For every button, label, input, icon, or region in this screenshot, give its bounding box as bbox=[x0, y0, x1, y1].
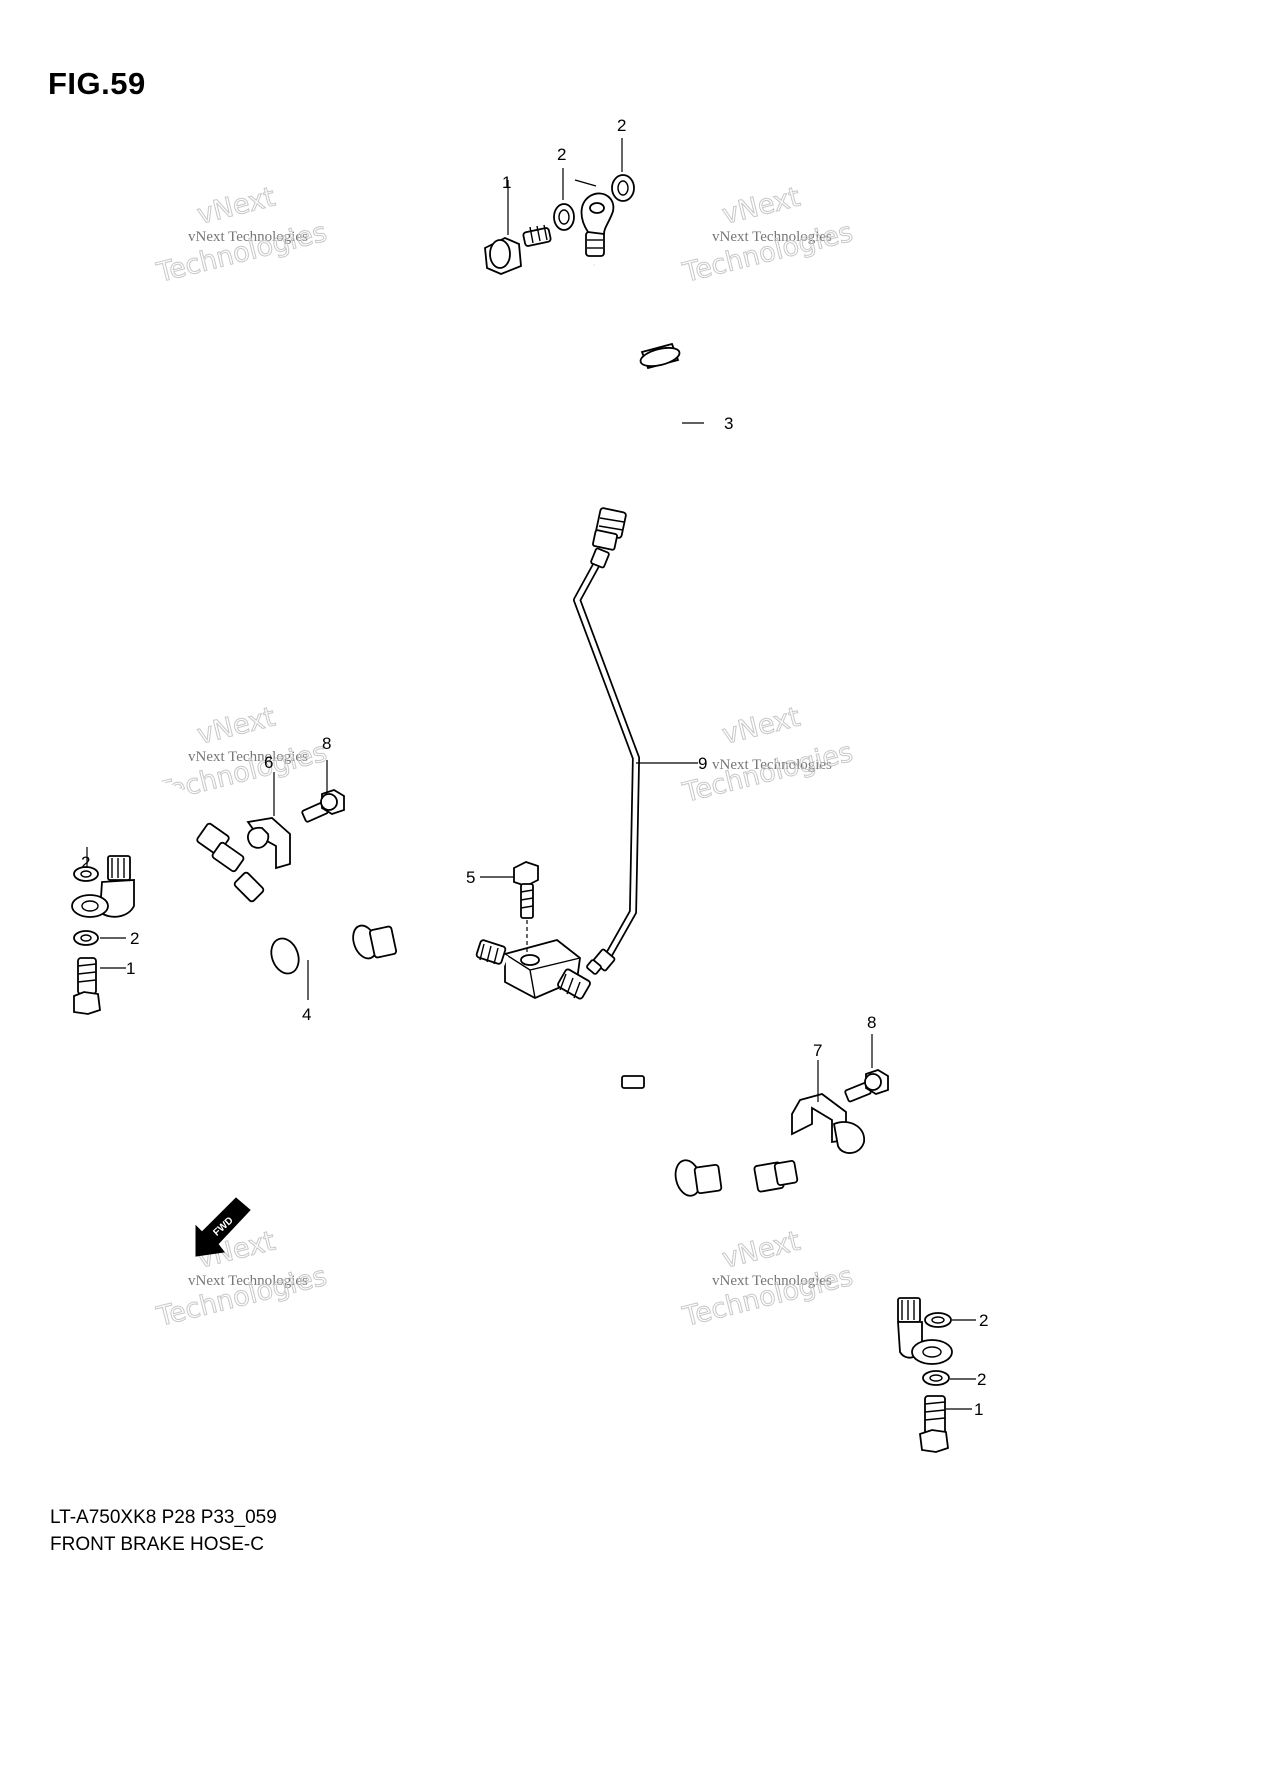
svg-text:vNext Technologies: vNext Technologies bbox=[188, 229, 308, 245]
callout-2-right-lower: 2 bbox=[977, 1370, 986, 1389]
callout-2-left-lower: 2 bbox=[130, 929, 139, 948]
svg-text:Technologies: Technologies bbox=[153, 217, 330, 289]
top-washer-left bbox=[553, 203, 575, 231]
left-banjo-bolt bbox=[73, 957, 101, 1015]
left-hose-bracket bbox=[246, 817, 291, 870]
svg-text:vNext: vNext bbox=[194, 702, 278, 751]
diagram-code: LT-A750XK8 P28 P33_059 bbox=[50, 1507, 277, 1528]
watermark-top-right: vNext vNext Technologies Technologies bbox=[679, 181, 857, 289]
upper-brake-hose bbox=[574, 179, 681, 551]
callout-3: 3 bbox=[724, 414, 733, 433]
right-brake-hose bbox=[557, 968, 953, 1365]
callout-6: 6 bbox=[264, 753, 273, 772]
callout-8-right: 8 bbox=[867, 1013, 876, 1032]
svg-text:vNext Technologies: vNext Technologies bbox=[188, 1273, 308, 1289]
figure-number: FIG.59 bbox=[48, 66, 146, 101]
right-hose-bracket bbox=[791, 1093, 865, 1154]
svg-text:vNext Technologies: vNext Technologies bbox=[188, 749, 308, 765]
callout-2-top-right: 2 bbox=[617, 116, 626, 135]
svg-text:Technologies: Technologies bbox=[153, 1261, 330, 1333]
top-washer-right bbox=[611, 174, 635, 202]
callout-1-right: 1 bbox=[974, 1400, 983, 1419]
svg-text:vNext: vNext bbox=[719, 702, 803, 751]
svg-text:vNext: vNext bbox=[719, 182, 803, 231]
svg-text:vNext Technologies: vNext Technologies bbox=[712, 229, 832, 245]
callout-7: 7 bbox=[813, 1041, 822, 1060]
left-lower-washer bbox=[73, 930, 99, 946]
callout-1-left: 1 bbox=[126, 959, 135, 978]
top-banjo-bolt bbox=[484, 224, 552, 275]
right-banjo-bolt bbox=[919, 1395, 949, 1453]
svg-text:vNext: vNext bbox=[194, 182, 278, 231]
left-upper-washer bbox=[73, 866, 99, 882]
callout-2-top-left: 2 bbox=[557, 145, 566, 164]
watermark-bottom-left: vNext vNext Technologies Technologies bbox=[153, 1225, 331, 1333]
diagram-title: FRONT BRAKE HOSE-C bbox=[50, 1534, 264, 1555]
svg-text:Technologies: Technologies bbox=[679, 1261, 856, 1333]
svg-text:Technologies: Technologies bbox=[679, 217, 856, 289]
callout-2-right-upper: 2 bbox=[979, 1311, 988, 1330]
junction-bolt bbox=[513, 861, 539, 956]
callout-8-left: 8 bbox=[322, 734, 331, 753]
callout-5: 5 bbox=[466, 868, 475, 887]
callout-leaders bbox=[86, 138, 976, 1410]
right-lower-washer bbox=[922, 1370, 950, 1386]
right-upper-washer bbox=[924, 1312, 952, 1328]
callout-2-left-upper: 2 bbox=[81, 853, 90, 872]
callout-1-top: 1 bbox=[502, 173, 511, 192]
left-brake-hose bbox=[71, 776, 509, 975]
svg-text:vNext: vNext bbox=[719, 1226, 803, 1275]
callout-4: 4 bbox=[302, 1005, 311, 1024]
right-bracket-bolt bbox=[844, 1069, 889, 1103]
left-bracket-bolt bbox=[301, 789, 345, 823]
watermark-bottom-right: vNext vNext Technologies Technologies bbox=[679, 1225, 857, 1333]
callout-9: 9 bbox=[698, 754, 707, 773]
svg-text:vNext Technologies: vNext Technologies bbox=[712, 757, 832, 773]
watermark-top-left: vNext vNext Technologies Technologies bbox=[153, 181, 331, 289]
svg-text:vNext Technologies: vNext Technologies bbox=[712, 1273, 832, 1289]
metal-brake-pipe bbox=[573, 547, 640, 975]
